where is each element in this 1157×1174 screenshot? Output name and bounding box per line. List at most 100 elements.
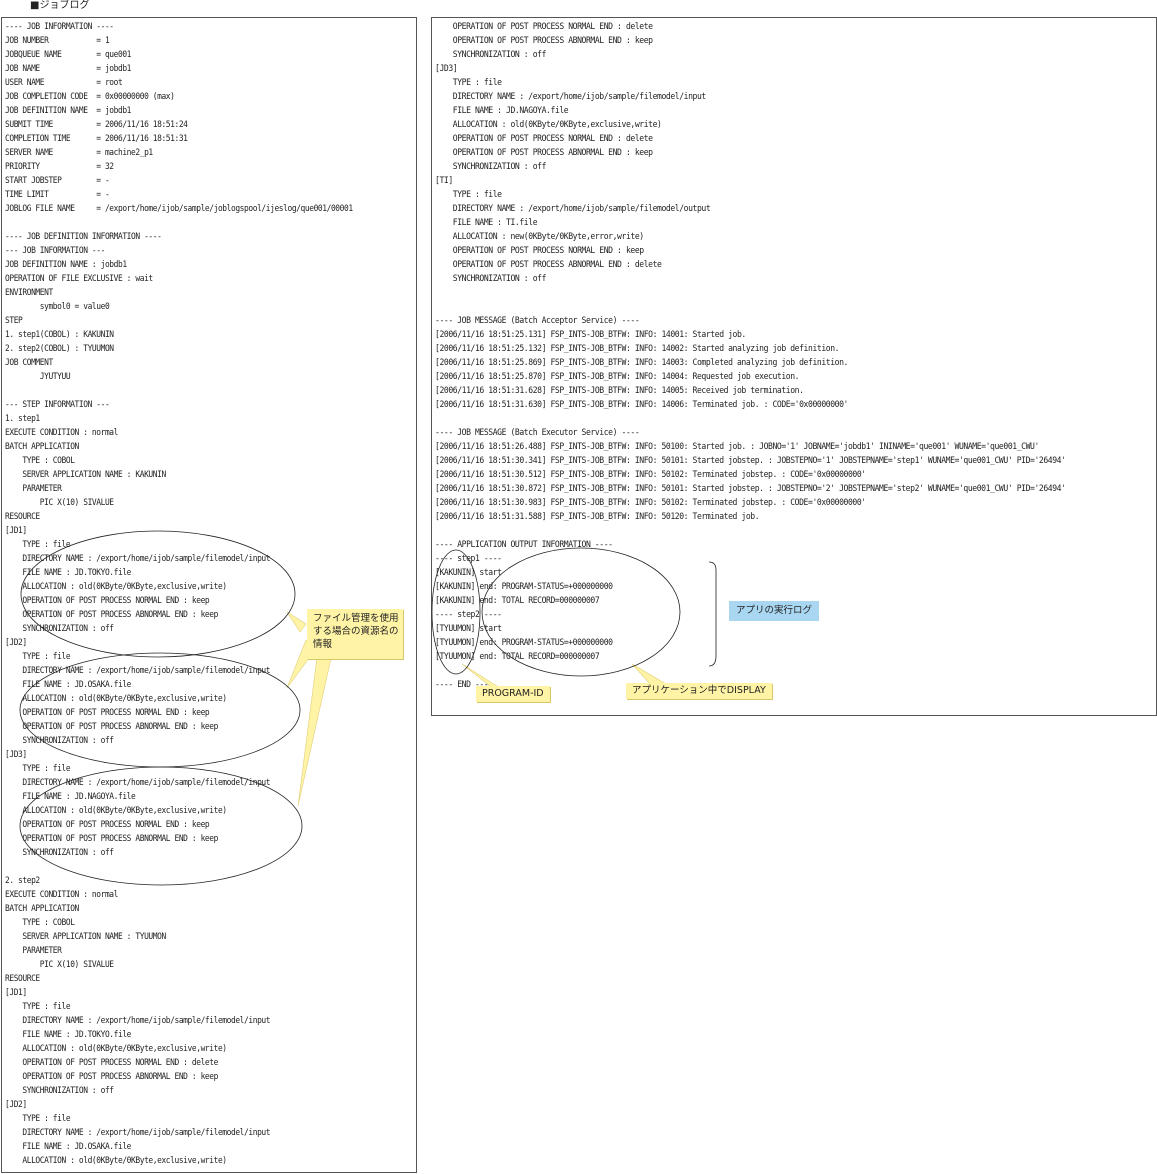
log-line: [JD1] [5, 526, 27, 536]
file-resource-note: ファイル管理を使用する場合の資源名の情報 [307, 609, 403, 659]
log-line: PIC X(10) SIVALUE [5, 960, 114, 970]
log-line [435, 300, 1066, 314]
log-line: [2006/11/16 18:51:30.983] FSP_INTS-JOB_B… [435, 498, 866, 508]
log-line: ---- APPLICATION OUTPUT INFORMATION ---- [435, 540, 613, 550]
log-line: [JD2] [5, 1100, 27, 1110]
log-line: FILE NAME : JD.NAGOYA.file [435, 106, 569, 116]
log-line: FILE NAME : JD.OSAKA.file [5, 1142, 132, 1152]
log-line: TYPE : file [5, 1002, 71, 1012]
log-line: FILE NAME : TI.file [435, 218, 538, 228]
log-line: DIRECTORY NAME : /export/home/ijob/sampl… [5, 778, 271, 788]
log-line: SERVER NAME = machine2_p1 [5, 148, 153, 158]
log-line: TYPE : file [5, 652, 71, 662]
log-line: SYNCHRONIZATION : off [5, 624, 114, 634]
log-line: OPERATION OF POST PROCESS ABNORMAL END :… [435, 260, 662, 270]
log-line: ALLOCATION : old(0KByte/0KByte,exclusive… [5, 1156, 227, 1166]
log-line: [2006/11/16 18:51:25.131] FSP_INTS-JOB_B… [435, 330, 746, 340]
log-line [5, 216, 353, 230]
log-line: [2006/11/16 18:51:30.872] FSP_INTS-JOB_B… [435, 484, 1066, 494]
log-line: TYPE : file [5, 764, 71, 774]
log-line: DIRECTORY NAME : /export/home/ijob/sampl… [5, 666, 271, 676]
log-line: DIRECTORY NAME : /export/home/ijob/sampl… [5, 554, 271, 564]
log-line: SYNCHRONIZATION : off [435, 162, 547, 172]
log-line: DIRECTORY NAME : /export/home/ijob/sampl… [435, 92, 707, 102]
log-line: [2006/11/16 18:51:25.132] FSP_INTS-JOB_B… [435, 344, 840, 354]
log-line: OPERATION OF POST PROCESS ABNORMAL END :… [5, 610, 218, 620]
log-line: [2006/11/16 18:51:25.870] FSP_INTS-JOB_B… [435, 372, 800, 382]
log-line [435, 664, 1066, 678]
log-line: ---- JOB INFORMATION ---- [5, 22, 114, 32]
log-line: 2. step2 [5, 876, 40, 886]
log-line: ---- JOB MESSAGE (Batch Executor Service… [435, 428, 640, 438]
log-line: ---- JOB MESSAGE (Batch Acceptor Service… [435, 316, 640, 326]
log-line: TYPE : file [435, 190, 502, 200]
log-line: [JD2] [5, 638, 27, 648]
log-line: 2. step2(COBOL) : TYUUMON [5, 344, 114, 354]
log-line: --- STEP INFORMATION --- [5, 400, 110, 410]
log-line [435, 412, 1066, 426]
log-line: 1. step1 [5, 414, 40, 424]
log-line: [TI] [435, 176, 453, 186]
log-line: [TYUUMON] end: TOTAL RECORD=000000007 [435, 652, 600, 662]
log-line: [KAKUNIN] start [435, 568, 502, 578]
log-line: SERVER APPLICATION NAME : KAKUNIN [5, 470, 166, 480]
log-line: ALLOCATION : old(0KByte/0KByte,exclusive… [5, 694, 227, 704]
log-line: JYUTYUU [5, 372, 71, 382]
log-line: PIC X(10) SIVALUE [5, 498, 114, 508]
log-line: FILE NAME : JD.TOKYO.file [5, 1030, 132, 1040]
log-line: DIRECTORY NAME : /export/home/ijob/sampl… [5, 1128, 271, 1138]
log-line: STEP [5, 316, 23, 326]
log-line: [TYUUMON] start [435, 624, 502, 634]
log-line: FILE NAME : JD.TOKYO.file [5, 568, 132, 578]
log-line: DIRECTORY NAME : /export/home/ijob/sampl… [435, 204, 711, 214]
log-line: OPERATION OF POST PROCESS NORMAL END : d… [435, 134, 653, 144]
log-line: JOB COMMENT [5, 358, 53, 368]
log-line: ENVIRONMENT [5, 288, 53, 298]
log-line: [2006/11/16 18:51:31.628] FSP_INTS-JOB_B… [435, 386, 804, 396]
log-line: SYNCHRONIZATION : off [5, 736, 114, 746]
log-line: START JOBSTEP = - [5, 176, 110, 186]
log-line: [2006/11/16 18:51:31.588] FSP_INTS-JOB_B… [435, 512, 760, 522]
log-line: OPERATION OF POST PROCESS ABNORMAL END :… [5, 834, 218, 844]
log-line: TYPE : file [5, 540, 71, 550]
log-line: OPERATION OF POST PROCESS NORMAL END : k… [5, 596, 210, 606]
log-line: DIRECTORY NAME : /export/home/ijob/sampl… [5, 1016, 271, 1026]
log-line: OPERATION OF POST PROCESS NORMAL END : k… [5, 708, 210, 718]
log-line: ALLOCATION : old(0KByte/0KByte,exclusive… [5, 806, 227, 816]
log-line: JOB COMPLETION CODE = 0x00000000 (max) [5, 92, 175, 102]
log-line: OPERATION OF POST PROCESS NORMAL END : k… [5, 820, 210, 830]
log-line: PARAMETER [5, 946, 62, 956]
app-log-label: アプリの実行ログ [729, 601, 820, 621]
log-line: RESOURCE [5, 974, 40, 984]
log-line: symbol0 = value0 [5, 302, 110, 312]
log-line: SYNCHRONIZATION : off [435, 274, 547, 284]
log-line: JOB NAME = jobdb1 [5, 64, 132, 74]
log-line: OPERATION OF FILE EXCLUSIVE : wait [5, 274, 153, 284]
log-line: SYNCHRONIZATION : off [435, 50, 547, 60]
log-line: EXECUTE CONDITION : normal [5, 428, 119, 438]
log-line: ALLOCATION : old(0KByte/0KByte,exclusive… [5, 1044, 227, 1054]
log-line: [2006/11/16 18:51:30.512] FSP_INTS-JOB_B… [435, 470, 866, 480]
log-line: TIME LIMIT = - [5, 190, 110, 200]
page-title: ■ジョブログ [30, 0, 90, 11]
log-line: ALLOCATION : old(0KByte/0KByte,exclusive… [435, 120, 662, 130]
log-line: SUBMIT TIME = 2006/11/16 18:51:24 [5, 120, 188, 130]
log-line: ALLOCATION : new(0KByte/0KByte,error,wri… [435, 232, 644, 242]
log-line: ---- JOB DEFINITION INFORMATION ---- [5, 232, 162, 242]
log-line: TYPE : file [435, 78, 502, 88]
log-line: PARAMETER [5, 484, 62, 494]
log-line: [2006/11/16 18:51:25.869] FSP_INTS-JOB_B… [435, 358, 848, 368]
log-line: OPERATION OF POST PROCESS NORMAL END : d… [435, 22, 653, 32]
log-line: TYPE : file [5, 1114, 71, 1124]
log-line: JOBQUEUE NAME = que001 [5, 50, 132, 60]
log-line: OPERATION OF POST PROCESS ABNORMAL END :… [5, 1072, 218, 1082]
log-line: OPERATION OF POST PROCESS NORMAL END : k… [435, 246, 644, 256]
log-line: FILE NAME : JD.OSAKA.file [5, 680, 132, 690]
log-line: FILE NAME : JD.NAGOYA.file [5, 792, 136, 802]
log-line: OPERATION OF POST PROCESS ABNORMAL END :… [435, 148, 653, 158]
log-line: RESOURCE [5, 512, 40, 522]
job-log-text-continued: OPERATION OF POST PROCESS NORMAL END : d… [435, 20, 1106, 692]
log-line: [JD3] [435, 64, 458, 74]
log-line: OPERATION OF POST PROCESS ABNORMAL END :… [5, 722, 218, 732]
